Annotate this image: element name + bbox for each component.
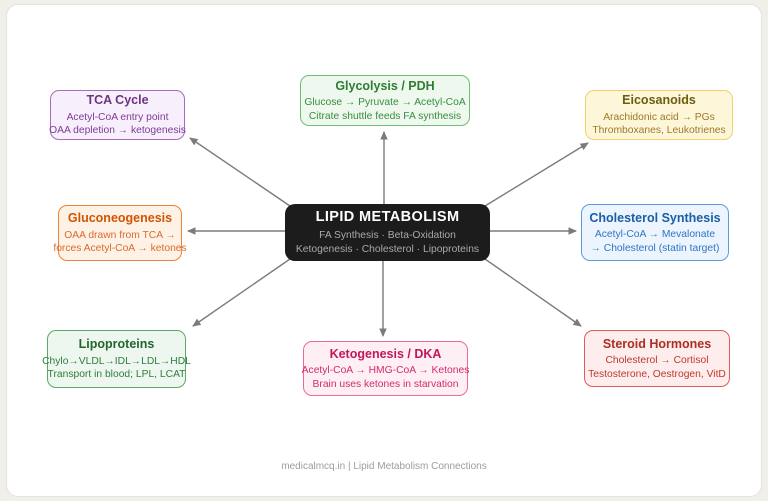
node-line-2: OAA depletion → ketogenesis [49, 125, 186, 137]
node-line-1: OAA drawn from TCA → [64, 229, 176, 241]
node-cholesterol-synthesis: Cholesterol Synthesis Acetyl-CoA → Meval… [581, 204, 729, 261]
node-title: TCA Cycle [86, 93, 149, 108]
node-line-2: → Cholesterol (statin target) [590, 242, 720, 254]
center-line-2: Ketogenesis · Cholesterol · Lipoproteins [295, 243, 480, 255]
center-title: LIPID METABOLISM [315, 209, 460, 226]
node-line-1: Chylo→VLDL→IDL→LDL→HDL [42, 355, 191, 367]
node-eicosanoids: Eicosanoids Arachidonic acid → PGs Throm… [585, 90, 733, 140]
node-line-2: Brain uses ketones in starvation [312, 378, 459, 390]
node-title: Glycolysis / PDH [335, 78, 435, 93]
node-line-1: Acetyl-CoA → Mevalonate [594, 229, 716, 241]
node-line-2: forces Acetyl-CoA → ketones [53, 243, 187, 255]
node-tca-cycle: TCA Cycle Acetyl-CoA entry point OAA dep… [49, 90, 186, 140]
node-line-1: Arachidonic acid → PGs [603, 111, 715, 123]
node-title: Steroid Hormones [602, 336, 712, 351]
footer-credit: medicalmcq.in | Lipid Metabolism Connect… [281, 461, 487, 472]
node-line-2: Citrate shuttle feeds FA synthesis [308, 110, 462, 122]
node-steroid-hormones: Steroid Hormones Cholesterol → Cortisol … [584, 330, 730, 387]
node-title: Cholesterol Synthesis [589, 210, 721, 225]
node-line-1: Glucose → Pyruvate → Acetyl-CoA [304, 97, 466, 109]
node-lipid-metabolism-center: LIPID METABOLISM FA Synthesis · Beta-Oxi… [285, 204, 490, 261]
node-line-1: Cholesterol → Cortisol [605, 355, 709, 367]
node-line-2: Thromboxanes, Leukotrienes [592, 125, 726, 137]
node-lipoproteins: Lipoproteins Chylo→VLDL→IDL→LDL→HDL Tran… [42, 330, 191, 388]
node-gluconeogenesis: Gluconeogenesis OAA drawn from TCA → for… [53, 205, 187, 261]
node-ketogenesis-dka: Ketogenesis / DKA Acetyl-CoA → HMG-CoA →… [301, 341, 470, 396]
node-line-2: Testosterone, Oestrogen, VitD [588, 368, 726, 380]
node-title: Lipoproteins [78, 337, 155, 352]
center-line-1: FA Synthesis · Beta-Oxidation [319, 229, 456, 241]
node-glycolysis-pdh: Glycolysis / PDH Glucose → Pyruvate → Ac… [300, 75, 470, 126]
node-line-1: Acetyl-CoA entry point [66, 111, 169, 123]
node-title: Gluconeogenesis [67, 211, 173, 226]
node-line-2: Transport in blood; LPL, LCAT [47, 369, 186, 381]
node-title: Ketogenesis / DKA [329, 346, 442, 361]
node-line-1: Acetyl-CoA → HMG-CoA → Ketones [301, 365, 470, 377]
node-title: Eicosanoids [622, 93, 696, 108]
